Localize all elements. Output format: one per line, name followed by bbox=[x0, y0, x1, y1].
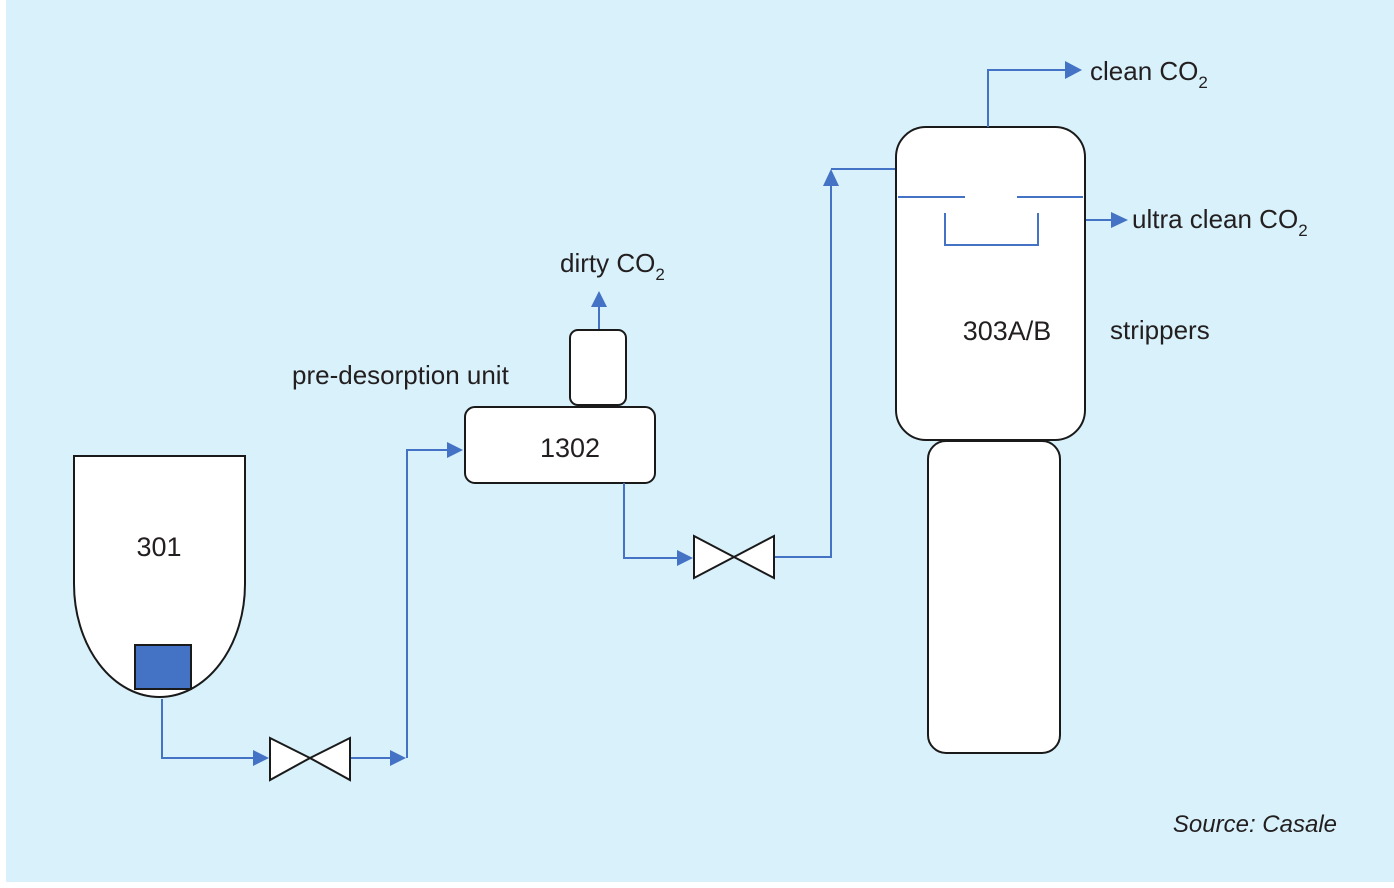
arrow-riser-up bbox=[823, 169, 839, 186]
valve-1-right bbox=[307, 736, 351, 782]
valve-1 bbox=[269, 736, 313, 782]
unit-1302-top bbox=[569, 329, 627, 406]
pump-block bbox=[134, 644, 192, 690]
pipe-1302-to-valve2 bbox=[623, 483, 681, 559]
pre-desorption-unit-label: pre-desorption unit bbox=[292, 360, 510, 390]
arrow-valve1-out bbox=[390, 750, 406, 766]
ultra-clean-co2-subscript: 2 bbox=[1298, 221, 1307, 240]
pipe-301-to-valve1 bbox=[161, 699, 258, 759]
vessel-301-label: 301 bbox=[136, 532, 181, 562]
pipe-riser-to-1302 bbox=[406, 449, 448, 758]
dirty-co2-text: dirty CO bbox=[560, 248, 655, 278]
clean-co2-label: clean CO2 bbox=[1090, 56, 1208, 92]
valve-2 bbox=[693, 534, 737, 580]
dirty-co2-subscript: 2 bbox=[655, 265, 664, 284]
pipe-riser-to-stripper bbox=[775, 184, 832, 558]
diagram-background bbox=[6, 0, 1394, 882]
arrow-dirty-co2 bbox=[591, 291, 607, 307]
arrow-clean-co2 bbox=[1065, 61, 1082, 79]
internal-collector bbox=[944, 213, 1039, 246]
stripper-303-upper bbox=[895, 126, 1086, 441]
arrow-into-valve1 bbox=[253, 750, 269, 766]
unit-1302 bbox=[464, 406, 656, 484]
strippers-label: strippers bbox=[1110, 315, 1210, 345]
stripper-303-lower bbox=[927, 440, 1061, 754]
arrow-into-1302 bbox=[447, 442, 463, 458]
clean-co2-subscript: 2 bbox=[1198, 73, 1207, 92]
dirty-co2-label: dirty CO2 bbox=[560, 248, 665, 284]
valve-2-right bbox=[731, 534, 775, 580]
arrow-into-valve2 bbox=[677, 550, 693, 566]
pipe-clean-outlet bbox=[987, 69, 1066, 127]
arrow-ultra-clean-co2 bbox=[1111, 212, 1128, 228]
source-note: Source: Casale bbox=[1173, 811, 1337, 838]
unit-1302-label: 1302 bbox=[540, 433, 600, 463]
ultra-clean-co2-text: ultra clean CO bbox=[1132, 204, 1298, 234]
ultra-clean-co2-label: ultra clean CO2 bbox=[1132, 204, 1308, 240]
stripper-303-label: 303A/B bbox=[963, 316, 1052, 346]
clean-co2-text: clean CO bbox=[1090, 56, 1198, 86]
vessel-301 bbox=[73, 455, 246, 698]
